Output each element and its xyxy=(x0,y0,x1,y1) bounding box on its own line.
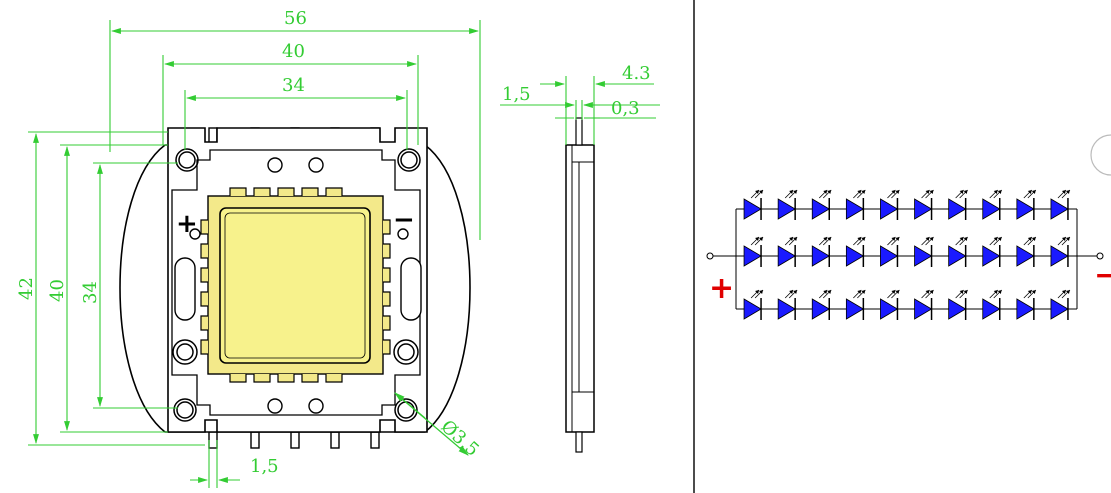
led-diode-icon xyxy=(743,189,764,220)
side-body xyxy=(565,144,595,433)
led-diode-icon xyxy=(880,289,900,320)
front-dimensions xyxy=(28,20,481,488)
led-emitter-area xyxy=(219,207,371,364)
schematic-plus: + xyxy=(709,271,734,306)
dim-pin-pitch: 1,5 xyxy=(250,456,279,477)
side-slots xyxy=(174,257,422,321)
front-view: + − xyxy=(119,127,471,456)
small-holes xyxy=(189,157,409,414)
led-diode-icon xyxy=(982,189,1003,220)
led-diode-icon xyxy=(811,189,832,220)
led-diode-icon xyxy=(982,289,1003,320)
led-diode-icon xyxy=(982,236,1003,267)
bottom-pins xyxy=(208,431,380,449)
schematic-minus: − xyxy=(1094,258,1111,293)
led-diode-icon xyxy=(811,289,832,320)
led-string xyxy=(736,189,1077,220)
led-diode-icon xyxy=(1050,236,1071,267)
side-dimension-labels: 4.3 1,5 0,3 xyxy=(502,63,651,119)
dim-hole-diameter: Ø3,5 xyxy=(437,416,483,461)
dim-side-thickness: 4.3 xyxy=(622,63,651,84)
led-diode-icon xyxy=(948,289,968,320)
led-diode-icon xyxy=(845,289,866,320)
led-string xyxy=(736,236,1077,267)
led-diode-icon xyxy=(743,289,764,320)
dim-side-gap: 0,3 xyxy=(611,98,640,119)
dim-height-mid: 40 xyxy=(47,279,68,302)
led-diode-icon xyxy=(1016,289,1037,320)
dim-width-inner: 34 xyxy=(282,75,305,96)
led-diode-icon xyxy=(1050,189,1071,220)
led-diode-icon xyxy=(845,236,866,267)
led-diode-icon xyxy=(914,289,934,320)
dim-side-pin: 1,5 xyxy=(502,84,531,105)
led-diode-icon xyxy=(948,236,968,267)
board-minus-sign: − xyxy=(393,205,415,235)
led-diode-icon xyxy=(880,236,900,267)
led-diode-icon xyxy=(1016,236,1037,267)
dim-height-outer: 42 xyxy=(16,277,37,300)
terminal-anode xyxy=(706,252,714,260)
led-diode-icon xyxy=(1016,189,1037,220)
led-diode-icon xyxy=(811,236,832,267)
side-view xyxy=(565,117,595,453)
board-inner-frame xyxy=(171,149,421,416)
edge-circle-fragment xyxy=(1090,134,1111,176)
led-diode-icon xyxy=(777,289,798,320)
led-diode-icon xyxy=(914,236,934,267)
led-diode-icon xyxy=(777,236,798,267)
led-schematic: + − xyxy=(706,134,1111,320)
led-diode-icon xyxy=(743,236,764,267)
led-diode-icon xyxy=(845,189,866,220)
led-diode-icon xyxy=(777,189,798,220)
side-dimensions xyxy=(500,76,660,145)
side-pin-top xyxy=(575,117,583,146)
led-diode-icon xyxy=(1050,289,1071,320)
board-plus-sign: + xyxy=(176,209,198,239)
led-diode-icon xyxy=(914,189,934,220)
side-pin-bottom xyxy=(575,431,583,453)
mounting-holes xyxy=(172,148,421,422)
led-diode-icon xyxy=(948,189,968,220)
dim-width-outer: 56 xyxy=(284,8,307,29)
chip-frame xyxy=(200,187,391,383)
led-string xyxy=(736,289,1077,320)
dim-height-inner: 34 xyxy=(80,281,101,304)
dim-width-mid: 40 xyxy=(282,41,305,62)
led-diode-icon xyxy=(880,189,900,220)
